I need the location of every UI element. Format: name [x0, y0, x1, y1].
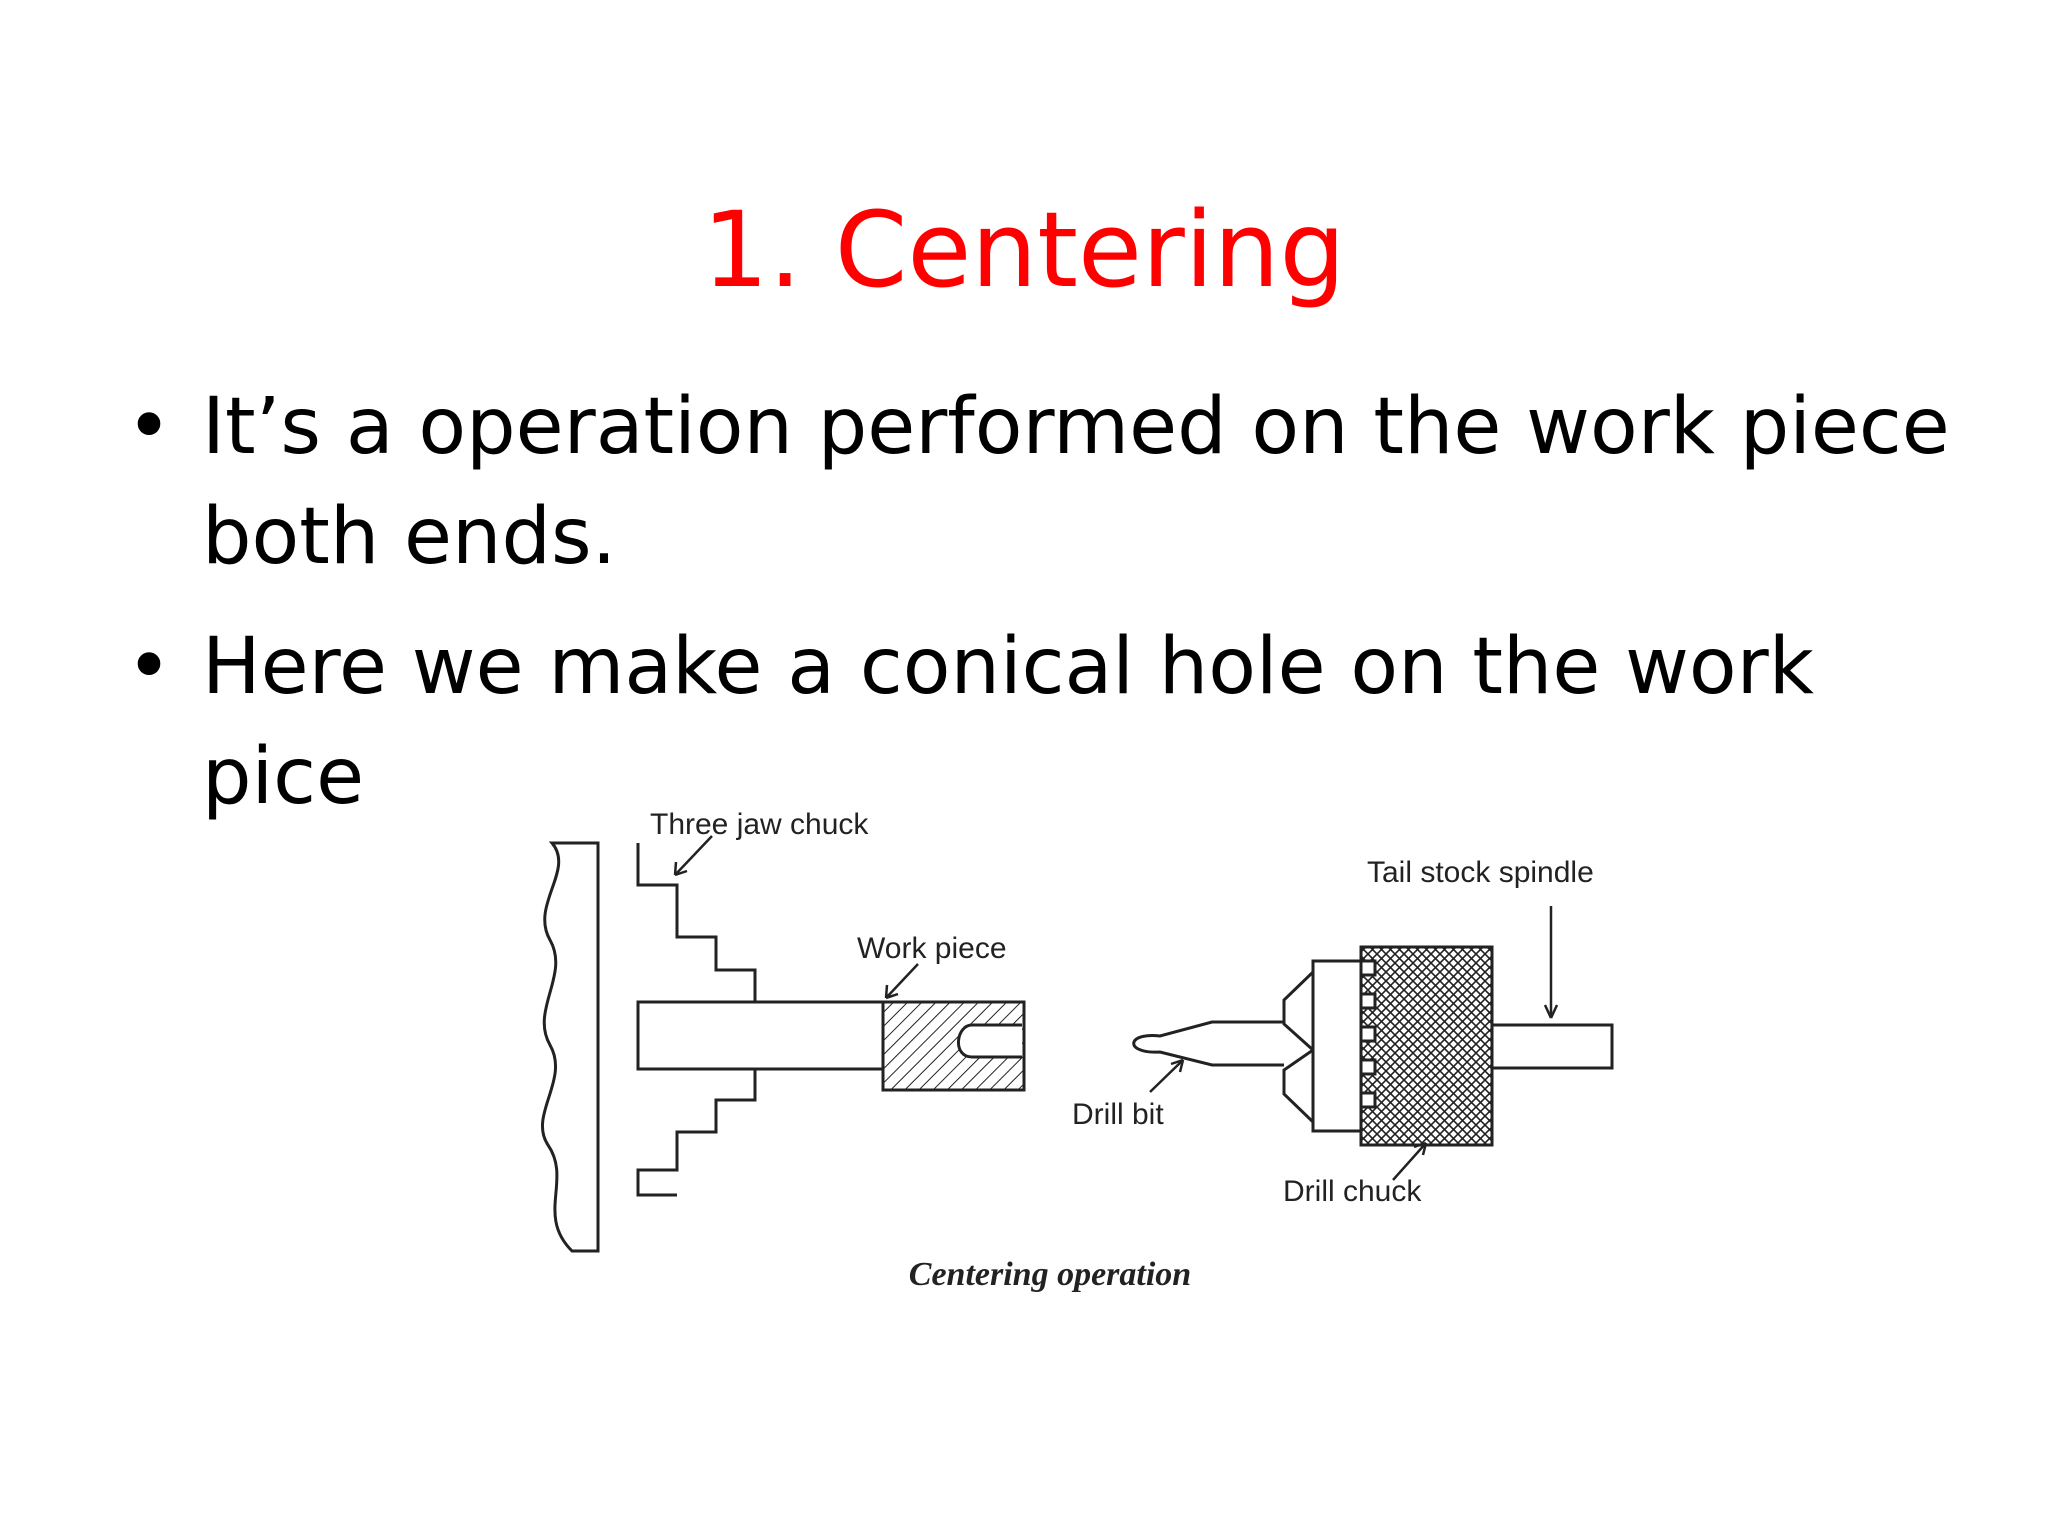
drill-chuck-body: [1311, 959, 1363, 1133]
label-drill-chuck: Drill chuck: [1283, 1175, 1422, 1208]
label-drill-bit: Drill bit: [1072, 1098, 1164, 1131]
drill-bit: [1132, 1020, 1284, 1067]
bullet-text: Here we make a conical hole on the work …: [202, 622, 1814, 822]
chuck-teeth: [1359, 959, 1377, 1109]
upper-jaw: [636, 843, 757, 1002]
work-piece-shaft: [636, 1000, 885, 1071]
label-tail-stock-spindle: Tail stock spindle: [1367, 856, 1594, 889]
bullet-marker: •: [126, 382, 173, 472]
bullet-text: It’s a operation performed on the work p…: [202, 382, 1950, 582]
leader-drill-chuck: [1392, 1142, 1427, 1181]
drill-chuck-jaws: [1282, 968, 1315, 1052]
bullet-marker: •: [126, 622, 173, 712]
bullet-item: • Here we make a conical hole on the wor…: [126, 612, 1976, 832]
center-hole: [957, 1023, 1022, 1059]
figure-caption: Centering operation: [909, 1256, 1191, 1293]
lower-jaw: [636, 1069, 757, 1197]
bullet-item: • It’s a operation performed on the work…: [126, 372, 1976, 592]
bullet-list: • It’s a operation performed on the work…: [126, 372, 1976, 852]
knurled-sleeve: [1359, 945, 1494, 1147]
label-work-piece: Work piece: [857, 932, 1007, 965]
leader-drill-bit: [1149, 1059, 1184, 1093]
slide-title: 1. Centering: [702, 188, 1346, 311]
leader-work-piece: [885, 963, 919, 999]
work-piece-hatched-end: [881, 1000, 1026, 1092]
chuck-faceplate: [541, 841, 600, 1253]
tail-stock-spindle: [1490, 1023, 1614, 1070]
